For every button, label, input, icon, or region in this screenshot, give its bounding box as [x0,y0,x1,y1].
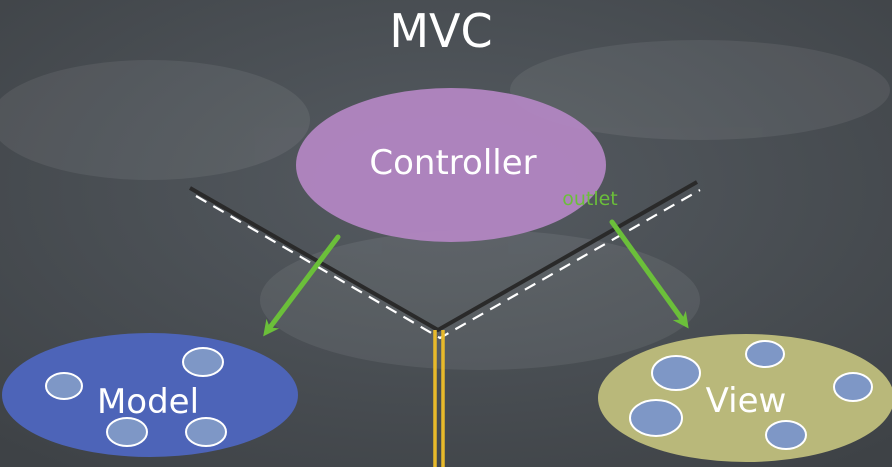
controller-label: Controller [369,143,536,183]
outlet-label: outlet [562,188,618,210]
controller-node: Controller [296,88,606,242]
view-object-circle [765,420,807,450]
arrows [263,219,689,337]
view-node: View [598,334,892,462]
controller-ellipse [296,88,606,242]
arrow-controller-to-view [609,219,689,329]
model-label: Model [97,382,199,422]
view-object-circle [745,340,785,368]
arrow-controller-to-model [263,234,341,337]
model-node: Model [2,333,298,457]
model-object-circle [106,417,148,447]
model-object-circle [182,347,224,377]
model-object-circle [45,372,83,400]
diagram-title: MVC [389,4,492,58]
divider-dashed [195,189,701,340]
chalk-smudges [0,40,890,370]
divider-solid [189,180,698,333]
divider-lines [189,180,701,340]
view-object-circle [629,399,683,437]
model-object-circle [185,417,227,447]
view-object-circle [651,355,701,391]
double-yellow-line [433,330,445,467]
view-label: View [706,381,787,421]
view-object-circle [833,372,873,402]
